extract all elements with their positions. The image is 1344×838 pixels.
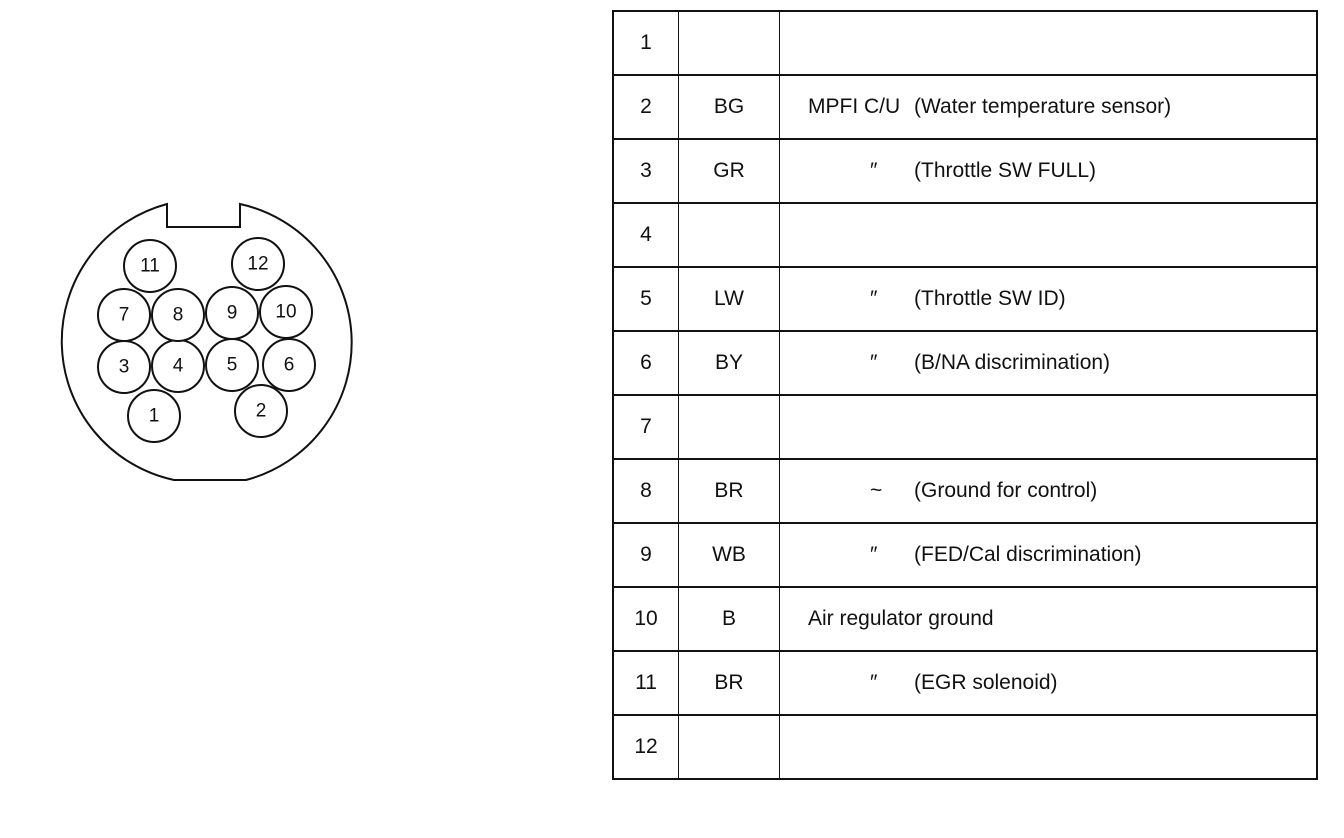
connector-pin-label: 11 xyxy=(140,256,160,277)
description-cell: Air regulator ground xyxy=(779,586,1317,652)
description-cell: ″ (B/NA discrimination) xyxy=(779,330,1317,396)
pin-number-cell: 2 xyxy=(613,74,679,140)
connector-pin-circle xyxy=(97,288,151,342)
pin-number-cell: 12 xyxy=(613,714,679,780)
wire-color-cell: WB xyxy=(678,522,780,588)
connector-pin-1: 1 xyxy=(127,389,181,443)
connector-pin-circle xyxy=(262,338,316,392)
table-row: 7 xyxy=(613,394,1317,460)
connector-pin-label: 5 xyxy=(227,355,238,376)
description-cell xyxy=(779,10,1317,76)
connector-pin-6: 6 xyxy=(262,338,316,392)
table-row: 1 xyxy=(613,10,1317,76)
wire-color-cell: BG xyxy=(678,74,780,140)
device-label: ″ xyxy=(870,287,878,310)
connector-pin-label: 9 xyxy=(227,303,238,324)
device-label: MPFI C/U xyxy=(808,95,901,118)
description-cell xyxy=(779,714,1317,780)
connector-pin-label: 3 xyxy=(119,357,130,378)
description-cell: ~ (Ground for control) xyxy=(779,458,1317,524)
connector-housing xyxy=(60,202,353,481)
connector-pin-11: 11 xyxy=(123,239,177,293)
connector-pin-3: 3 xyxy=(97,340,151,394)
pin-number-cell: 9 xyxy=(613,522,679,588)
connector-pin-circle xyxy=(127,389,181,443)
description-cell: ″ (EGR solenoid) xyxy=(779,650,1317,716)
description-cell: ″ (Throttle SW ID) xyxy=(779,266,1317,332)
connector-pin-circle xyxy=(151,288,205,342)
device-label: ″ xyxy=(870,159,878,182)
description-cell: ″ (Throttle SW FULL) xyxy=(779,138,1317,204)
wire-color-cell xyxy=(678,202,780,268)
wire-color-cell: LW xyxy=(678,266,780,332)
connector-pin-8: 8 xyxy=(151,288,205,342)
connector-pin-label: 12 xyxy=(247,254,268,275)
signal-label: (B/NA discrimination) xyxy=(914,351,1111,374)
connector-pin-circle xyxy=(259,285,313,339)
wire-color-cell: B xyxy=(678,586,780,652)
description-cell xyxy=(779,202,1317,268)
table-row: 12 xyxy=(613,714,1317,780)
pin-number-cell: 5 xyxy=(613,266,679,332)
connector-pin-label: 10 xyxy=(275,302,296,323)
wire-color-cell: BR xyxy=(678,458,780,524)
connector-pin-label: 2 xyxy=(256,401,267,422)
connector-pin-9: 9 xyxy=(205,286,259,340)
device-label: ″ xyxy=(870,671,878,694)
connector-pin-label: 1 xyxy=(149,406,160,427)
device-label: ~ xyxy=(870,479,883,502)
connector-pin-12: 12 xyxy=(231,237,285,291)
wire-color-cell: GR xyxy=(678,138,780,204)
connector-pin-circle xyxy=(205,286,259,340)
signal-label: (Throttle SW FULL) xyxy=(914,159,1097,182)
signal-label: (Water temperature sensor) xyxy=(914,95,1172,118)
connector-pin-label: 7 xyxy=(119,305,130,326)
connector-pin-label: 6 xyxy=(284,355,295,376)
connector-pin-10: 10 xyxy=(259,285,313,339)
connector-pin-circle xyxy=(234,384,288,438)
device-label: ″ xyxy=(870,543,878,566)
connector-pin-7: 7 xyxy=(97,288,151,342)
pin-number-cell: 1 xyxy=(613,10,679,76)
wire-color-cell xyxy=(678,10,780,76)
pin-number-cell: 6 xyxy=(613,330,679,396)
connector-pin-circle xyxy=(123,239,177,293)
connector-pin-5: 5 xyxy=(205,338,259,392)
pin-number-cell: 8 xyxy=(613,458,679,524)
pin-number-cell: 11 xyxy=(613,650,679,716)
wire-color-cell xyxy=(678,394,780,460)
description-cell: ″ (FED/Cal discrimination) xyxy=(779,522,1317,588)
table-row: 4 xyxy=(613,202,1317,268)
wire-color-cell xyxy=(678,714,780,780)
signal-label: (FED/Cal discrimination) xyxy=(914,543,1142,566)
connector-pin-circle xyxy=(231,237,285,291)
pin-number-cell: 3 xyxy=(613,138,679,204)
description-cell xyxy=(779,394,1317,460)
pin-number-cell: 10 xyxy=(613,586,679,652)
wire-color-cell: BY xyxy=(678,330,780,396)
signal-label: (Ground for control) xyxy=(914,479,1098,502)
signal-label: (Throttle SW ID) xyxy=(914,287,1066,310)
device-label: Air regulator ground xyxy=(808,607,994,630)
pin-number-cell: 7 xyxy=(613,394,679,460)
connector-pin-label: 8 xyxy=(173,305,184,326)
signal-label: (EGR solenoid) xyxy=(914,671,1058,694)
description-cell: MPFI C/U (Water temperature sensor) xyxy=(779,74,1317,140)
device-label: ″ xyxy=(870,351,878,374)
connector-pin-label: 4 xyxy=(173,356,184,377)
connector-pin-2: 2 xyxy=(234,384,288,438)
pin-number-cell: 4 xyxy=(613,202,679,268)
wire-color-cell: BR xyxy=(678,650,780,716)
connector-pin-4: 4 xyxy=(151,339,205,393)
